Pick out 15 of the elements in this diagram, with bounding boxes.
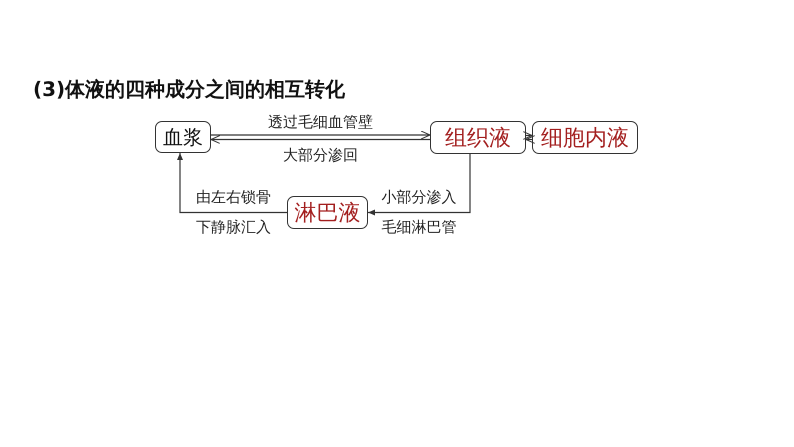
edge-label: 透过毛细血管壁 [267, 113, 374, 131]
process-box: 血浆 [155, 121, 211, 153]
arrow [211, 130, 430, 140]
title: (3)体液的四种成分之间的相互转化 [33, 76, 346, 103]
arrow [526, 135, 536, 144]
arrow [522, 131, 532, 140]
process-box: 组织液 [430, 121, 526, 154]
process-box: 淋巴液 [287, 196, 368, 229]
arrow [368, 154, 471, 216]
process-box: 细胞内液 [532, 121, 638, 154]
arrow [177, 153, 287, 214]
arrow [210, 135, 430, 144]
edge-label: 小部分渗入毛细淋巴管 [380, 186, 458, 238]
edge-label: 大部分渗回 [282, 146, 359, 164]
edge-label: 由左右锁骨下静脉汇入 [195, 186, 272, 238]
